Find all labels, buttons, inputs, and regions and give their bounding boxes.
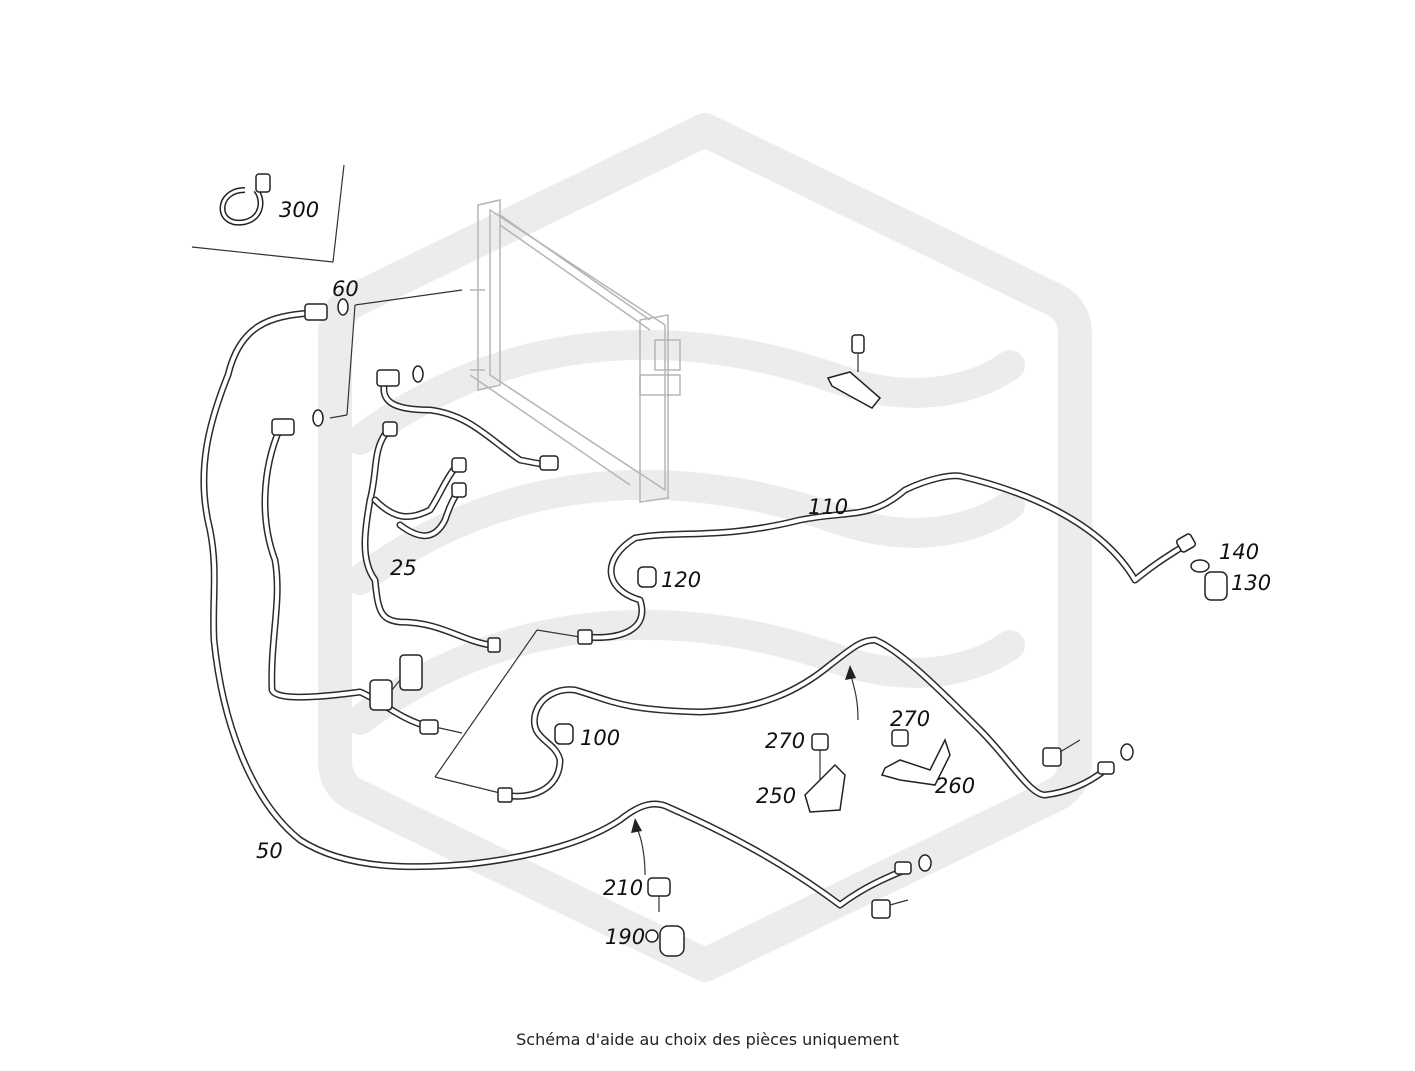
hose-clamp-icon: [219, 173, 271, 226]
bracket-260: [880, 729, 951, 786]
label-210: 210: [603, 876, 643, 900]
pipe-100: [501, 636, 1109, 800]
washer-140-icon: [1190, 559, 1210, 573]
pipe-assembly-25: [361, 421, 494, 649]
grommet-120-icon: [637, 566, 657, 588]
label-60: 60: [332, 277, 359, 301]
bolt-icon: [1042, 747, 1062, 767]
clamp-bracket-left: [369, 654, 423, 711]
direction-arrows: [631, 665, 859, 876]
inset-box: [191, 164, 345, 263]
label-190: 190: [605, 925, 645, 949]
label-110: 110: [808, 495, 848, 519]
label-25: 25: [390, 556, 417, 580]
grommet-100-icon: [554, 723, 574, 745]
label-120: 120: [661, 568, 701, 592]
label-140: 140: [1219, 540, 1259, 564]
banjo-bolt-130-icon: [1204, 571, 1228, 601]
pipe-50: [200, 309, 909, 909]
diagram-caption: Schéma d'aide au choix des pièces unique…: [516, 1030, 899, 1049]
bolt-icon-lower: [871, 899, 891, 919]
bracket-upper: [826, 334, 882, 409]
label-50: 50: [256, 839, 283, 863]
label-100: 100: [580, 726, 620, 750]
label-130: 130: [1231, 571, 1271, 595]
pipe-110: [581, 472, 1197, 642]
clip-190: [645, 925, 685, 957]
label-270-left: 270: [765, 729, 805, 753]
label-300: 300: [279, 198, 319, 222]
small-parts: [271, 298, 1228, 919]
radiator-core: [469, 199, 681, 503]
label-250: 250: [756, 784, 796, 808]
label-270-right: 270: [890, 707, 930, 731]
label-260: 260: [935, 774, 975, 798]
leader-lines: [329, 289, 581, 794]
bracket-250: [804, 733, 846, 813]
part-labels: 300 60 25 110 120 140 130 100 270 270 25…: [256, 198, 1271, 949]
fastener-210: [647, 877, 671, 912]
watermark-logo: [318, 113, 1092, 982]
pipe-radiator-upper: [380, 376, 559, 469]
